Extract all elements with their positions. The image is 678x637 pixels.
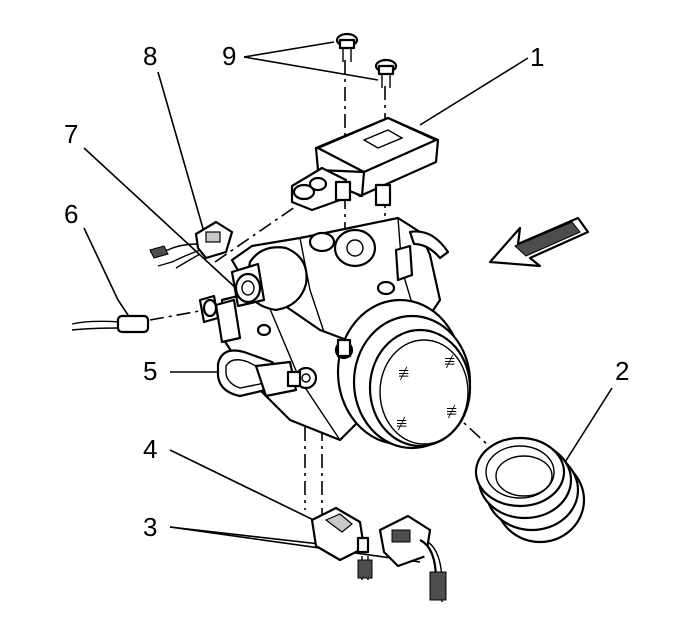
harness-clip-4 [310, 506, 373, 580]
callout-9: 9 [222, 41, 236, 71]
svg-text:≢: ≢ [446, 401, 466, 423]
callout-5: 5 [143, 356, 157, 386]
harness-connector-8 [149, 220, 234, 269]
callout-6: 6 [64, 199, 78, 229]
callout-8: 8 [143, 41, 157, 71]
direction-arrow [488, 216, 590, 268]
callout-2: 2 [615, 356, 629, 386]
leader-lines [83, 41, 613, 563]
screws [335, 32, 398, 88]
sensor-wire-6 [71, 294, 220, 334]
callout-7: 7 [64, 119, 78, 149]
callout-4: 4 [143, 434, 157, 464]
svg-text:≢: ≢ [444, 351, 464, 373]
throttle-position-sensor [230, 246, 308, 312]
svg-text:≢: ≢ [396, 413, 416, 435]
callout-1: 1 [530, 42, 544, 72]
inlet-seal [474, 436, 586, 544]
harness-connector-3 [378, 514, 447, 602]
callout-3: 3 [143, 512, 157, 542]
throttle-bore: ≢ ≢ ≢ ≢ [334, 298, 472, 450]
svg-text:≢: ≢ [398, 363, 418, 385]
harness-connector-5 [216, 349, 302, 398]
control-module [290, 116, 440, 212]
